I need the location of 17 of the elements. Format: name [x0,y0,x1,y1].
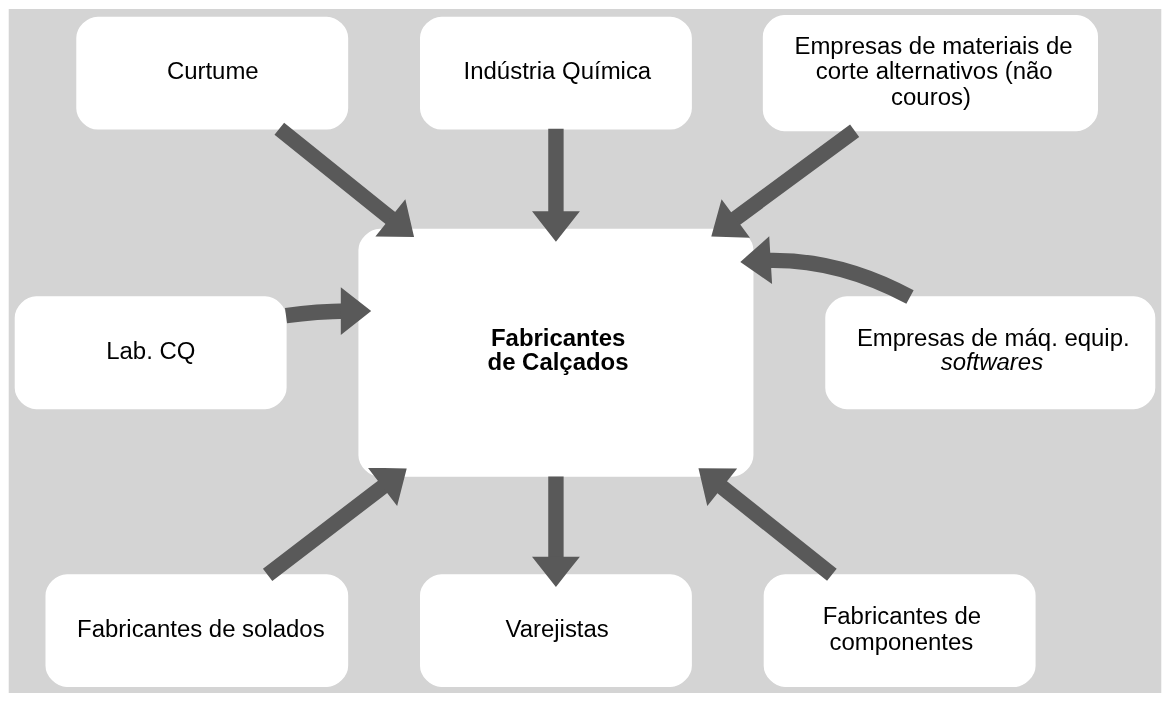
node-box: Lab. CQ [14,296,287,410]
arrow [698,468,837,581]
node-box: Empresas de materiais de corte alternativos (não couros) [762,15,1098,132]
node-box: Indústria Química [420,16,692,130]
arrow [532,128,580,242]
node-box: Curtume [76,16,349,130]
node-box: Fabricantes de solados [45,574,349,687]
arrow [740,236,914,304]
arrow [262,467,407,581]
node-box: Varejistas [420,574,692,687]
node-box: Fabricantes de componentes [763,574,1036,687]
arrow [274,122,415,237]
arrow [532,476,580,587]
node-box: Fabricantes de Calçados [358,228,754,477]
node-box: Empresas de máq. equip. softwares [825,296,1156,410]
arrow [711,124,860,238]
arrow [285,287,372,335]
